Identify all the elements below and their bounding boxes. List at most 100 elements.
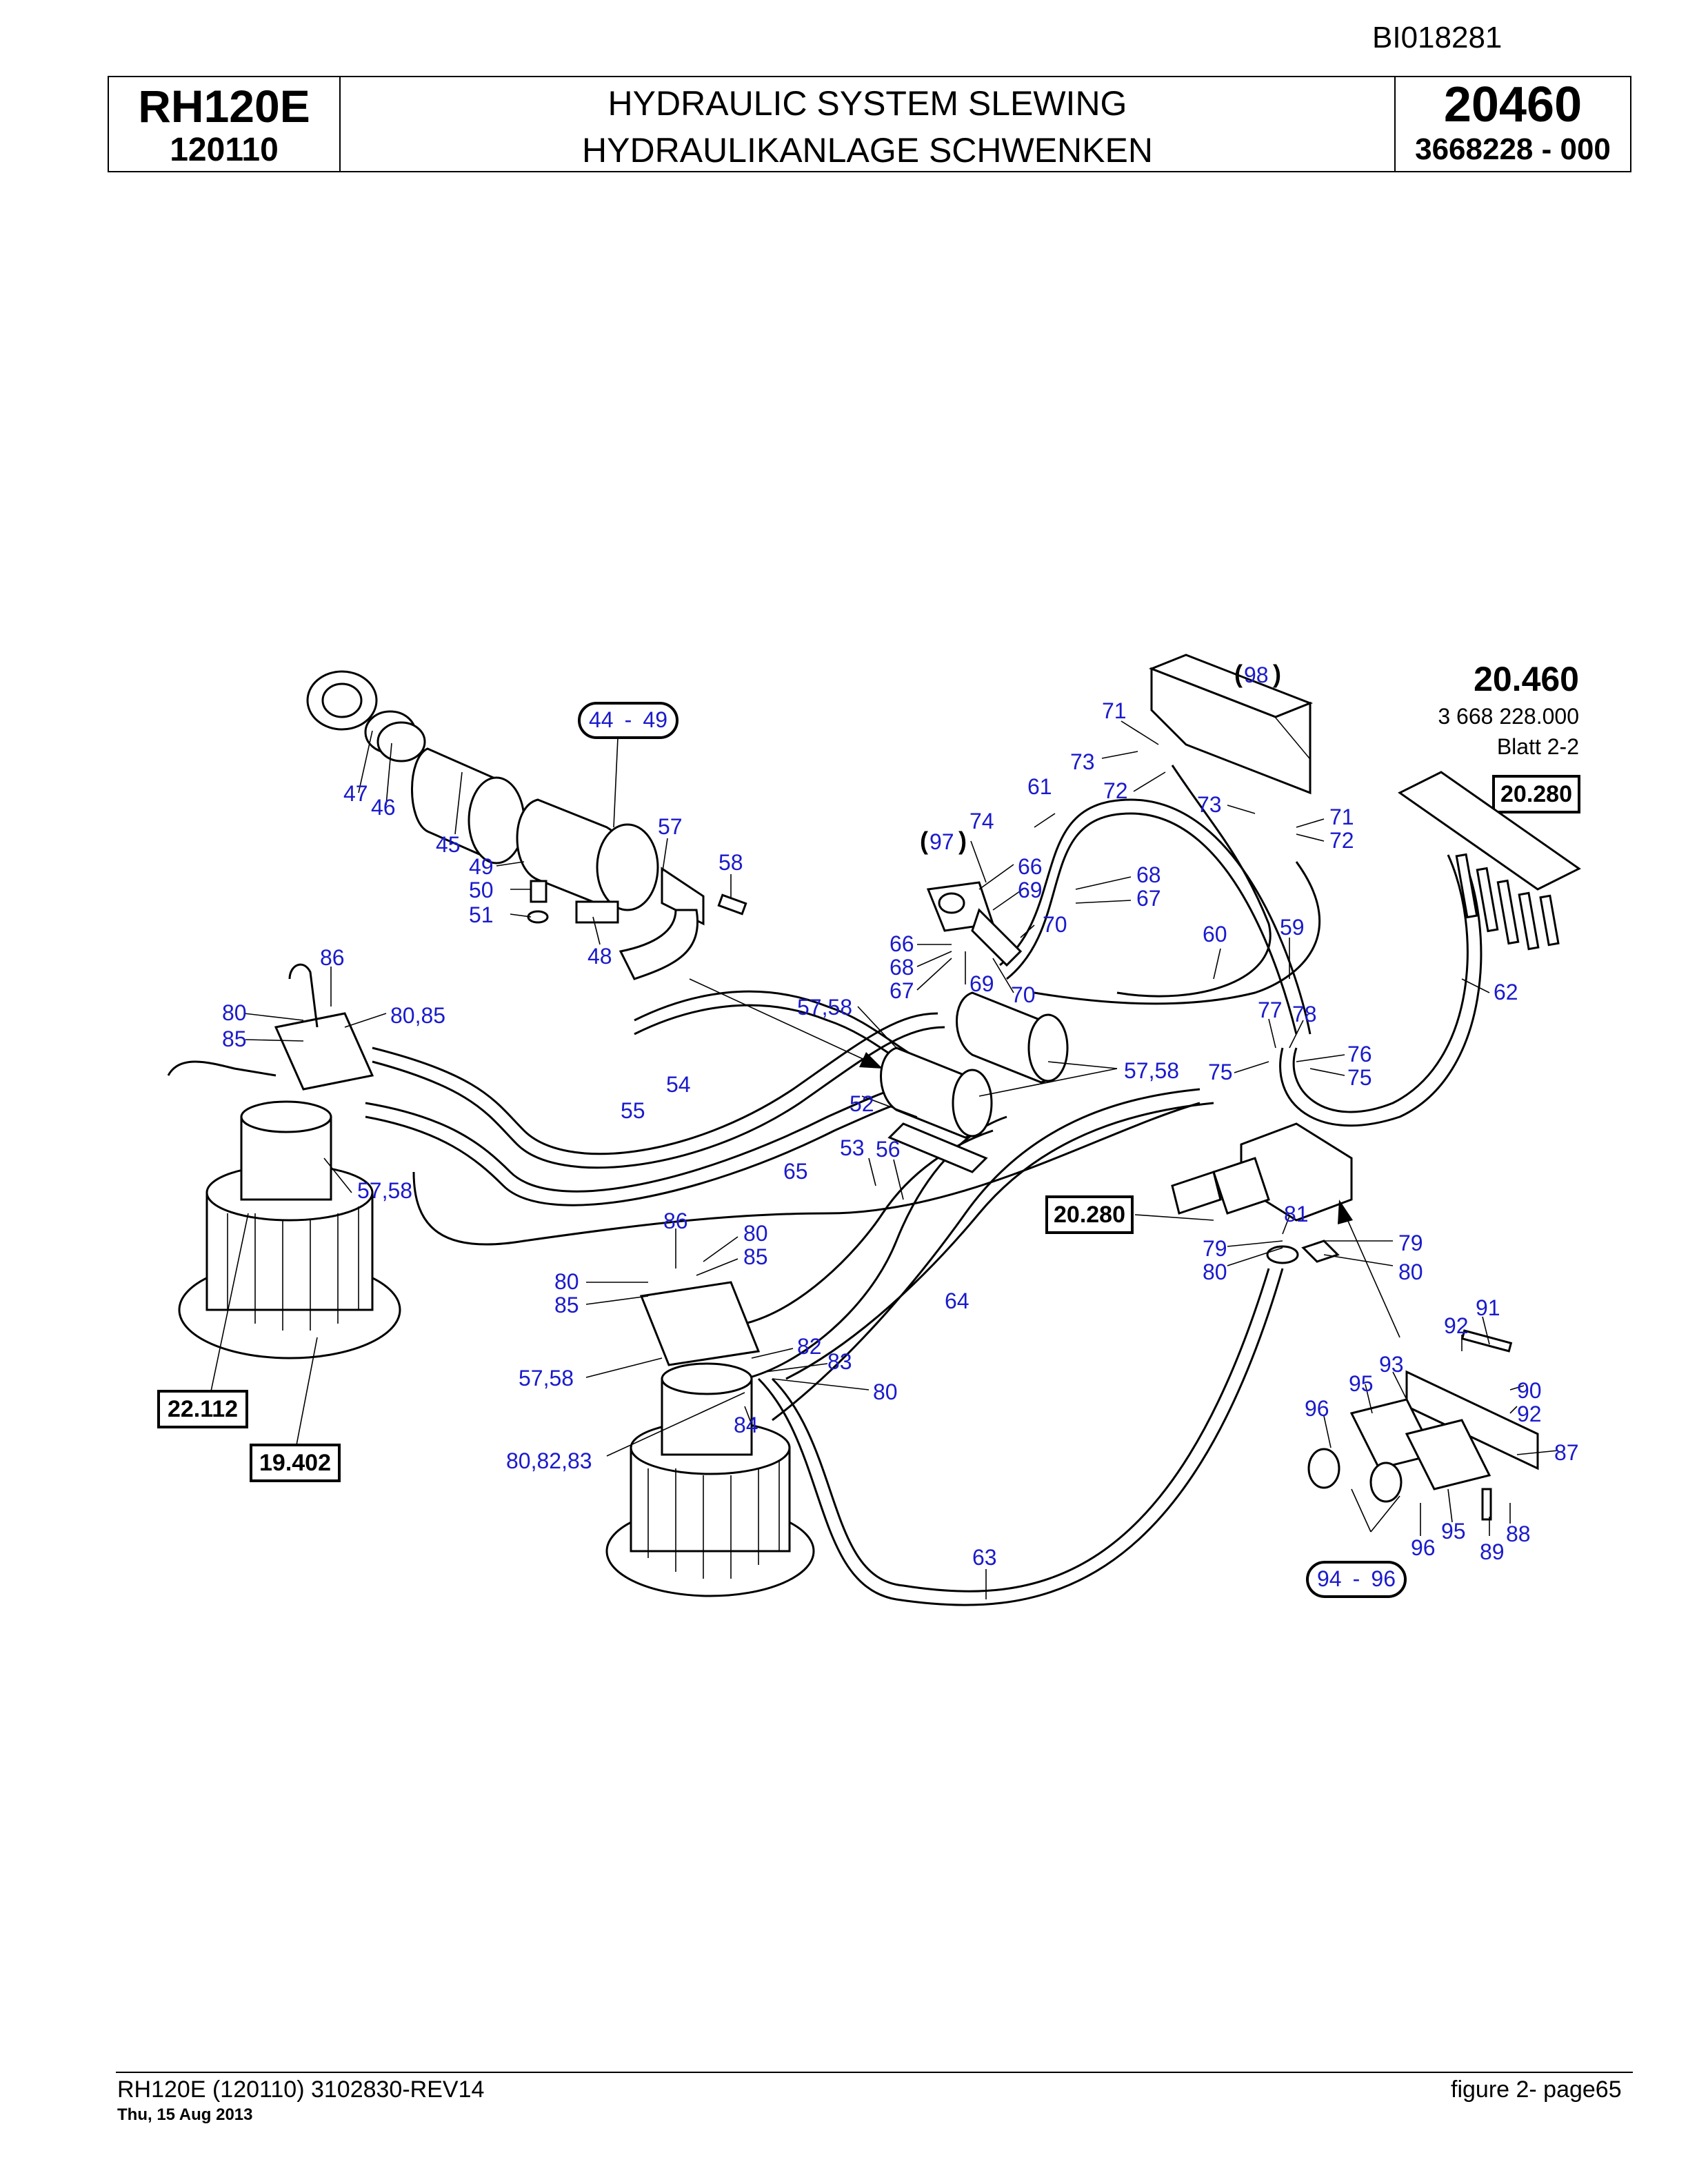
- callout-48[interactable]: 48: [587, 944, 612, 969]
- callout-51[interactable]: 51: [469, 902, 494, 927]
- callout-96[interactable]: 96: [1411, 1535, 1436, 1560]
- distribution-manifold: [1398, 771, 1581, 951]
- callout-74[interactable]: 74: [969, 809, 994, 833]
- valve-block-98: [1148, 654, 1314, 795]
- callout-64[interactable]: 64: [945, 1288, 969, 1313]
- callout-85[interactable]: 85: [222, 1027, 247, 1051]
- reference-label: 20.280: [1500, 781, 1572, 807]
- callout-76[interactable]: 76: [1347, 1042, 1372, 1066]
- callout-58[interactable]: 58: [719, 850, 743, 875]
- callout-75[interactable]: 75: [1347, 1065, 1372, 1090]
- reference-box-22112[interactable]: 22.112: [157, 1390, 248, 1428]
- callout-95[interactable]: 95: [1349, 1371, 1374, 1396]
- paren-open: (: [920, 827, 928, 855]
- callout-84[interactable]: 84: [734, 1413, 758, 1437]
- callout-69[interactable]: 69: [1018, 878, 1043, 902]
- callout-73[interactable]: 73: [1197, 792, 1222, 817]
- model-name: RH120E: [138, 81, 310, 132]
- callout-80[interactable]: 80: [743, 1221, 768, 1246]
- callout-72[interactable]: 72: [1103, 778, 1128, 803]
- callout-83[interactable]: 83: [827, 1349, 852, 1374]
- callout-57-58[interactable]: 57,58: [1124, 1058, 1179, 1083]
- callout-49[interactable]: 49: [469, 854, 494, 879]
- callout-79[interactable]: 79: [1398, 1231, 1423, 1255]
- hoses: [365, 765, 1483, 1606]
- callout-75[interactable]: 75: [1208, 1060, 1233, 1084]
- callout-85[interactable]: 85: [554, 1293, 579, 1317]
- callout-56[interactable]: 56: [876, 1137, 901, 1162]
- callout-68[interactable]: 68: [1136, 862, 1161, 887]
- callout-80-85[interactable]: 80,85: [390, 1003, 445, 1028]
- range-from: 94: [1317, 1566, 1342, 1591]
- callout-77[interactable]: 77: [1258, 998, 1283, 1022]
- callout-82[interactable]: 82: [797, 1334, 822, 1359]
- callout-63[interactable]: 63: [972, 1545, 997, 1570]
- callout-80[interactable]: 80: [222, 1000, 247, 1025]
- callout-59[interactable]: 59: [1280, 915, 1305, 940]
- callout-57-58[interactable]: 57,58: [519, 1366, 574, 1391]
- callout-45[interactable]: 45: [436, 832, 461, 857]
- manifold-hoses: [1455, 853, 1560, 951]
- range-from: 44: [589, 707, 614, 732]
- callout-80-82-83[interactable]: 80,82,83: [506, 1448, 592, 1473]
- callout-86[interactable]: 86: [320, 945, 345, 970]
- callout-55[interactable]: 55: [621, 1098, 645, 1123]
- callout-90[interactable]: 90: [1517, 1378, 1542, 1403]
- callout-57-58[interactable]: 57,58: [797, 995, 852, 1020]
- callout-67[interactable]: 67: [1136, 886, 1161, 911]
- callout-50[interactable]: 50: [469, 878, 494, 902]
- document-id: BI018281: [1372, 21, 1503, 54]
- callout-72[interactable]: 72: [1329, 828, 1354, 853]
- callout-89[interactable]: 89: [1480, 1539, 1505, 1564]
- callout-62[interactable]: 62: [1494, 980, 1518, 1004]
- callout-60[interactable]: 60: [1203, 922, 1227, 947]
- callout-71[interactable]: 71: [1329, 805, 1354, 829]
- callout-80[interactable]: 80: [1203, 1260, 1227, 1284]
- reference-box-20280-mid[interactable]: 20.280: [1045, 1195, 1134, 1234]
- callout-66[interactable]: 66: [1018, 854, 1043, 879]
- callout-52[interactable]: 52: [850, 1091, 874, 1116]
- callout-81[interactable]: 81: [1284, 1202, 1309, 1226]
- callout-73[interactable]: 73: [1070, 749, 1095, 774]
- callout-70[interactable]: 70: [1043, 912, 1067, 937]
- callout-91[interactable]: 91: [1476, 1295, 1500, 1320]
- callout-80[interactable]: 80: [873, 1379, 898, 1404]
- callout-54[interactable]: 54: [666, 1072, 691, 1097]
- callout-61[interactable]: 61: [1027, 774, 1052, 799]
- callout-87[interactable]: 87: [1554, 1440, 1579, 1465]
- callout-70[interactable]: 70: [1011, 982, 1036, 1007]
- callout-80[interactable]: 80: [1398, 1260, 1423, 1284]
- title-english: HYDRAULIC SYSTEM SLEWING: [607, 84, 1127, 123]
- reference-box-19402[interactable]: 19.402: [250, 1444, 341, 1482]
- callout-85[interactable]: 85: [743, 1244, 768, 1269]
- callout-53[interactable]: 53: [840, 1135, 865, 1160]
- callout-80[interactable]: 80: [554, 1269, 579, 1294]
- callout-86[interactable]: 86: [663, 1209, 688, 1233]
- callout-92[interactable]: 92: [1444, 1313, 1469, 1338]
- sheet-number: 20.460: [1474, 660, 1579, 698]
- callout-96[interactable]: 96: [1305, 1396, 1329, 1421]
- reference-box-20280-top[interactable]: 20.280: [1492, 775, 1580, 813]
- callout-46[interactable]: 46: [371, 795, 396, 820]
- callout-65[interactable]: 65: [783, 1159, 808, 1184]
- callout-78[interactable]: 78: [1292, 1002, 1317, 1027]
- callout-57-58[interactable]: 57,58: [357, 1178, 412, 1203]
- callout-95[interactable]: 95: [1441, 1519, 1466, 1544]
- range-to: 96: [1371, 1566, 1396, 1591]
- paren-close: ): [1273, 660, 1281, 688]
- callout-67[interactable]: 67: [890, 978, 914, 1003]
- callout-71[interactable]: 71: [1102, 698, 1127, 723]
- callout-66[interactable]: 66: [890, 931, 914, 956]
- callout-97[interactable]: 97: [930, 829, 954, 854]
- callout-79[interactable]: 79: [1203, 1236, 1227, 1261]
- callout-98[interactable]: 98: [1244, 663, 1269, 687]
- callout-68[interactable]: 68: [890, 955, 914, 980]
- callout-92[interactable]: 92: [1517, 1402, 1542, 1426]
- callout-47[interactable]: 47: [343, 781, 368, 806]
- callout-57[interactable]: 57: [658, 814, 683, 839]
- callout-69[interactable]: 69: [969, 971, 994, 996]
- callout-88[interactable]: 88: [1506, 1521, 1531, 1546]
- reference-label: 19.402: [259, 1450, 331, 1476]
- callout-93[interactable]: 93: [1379, 1352, 1404, 1377]
